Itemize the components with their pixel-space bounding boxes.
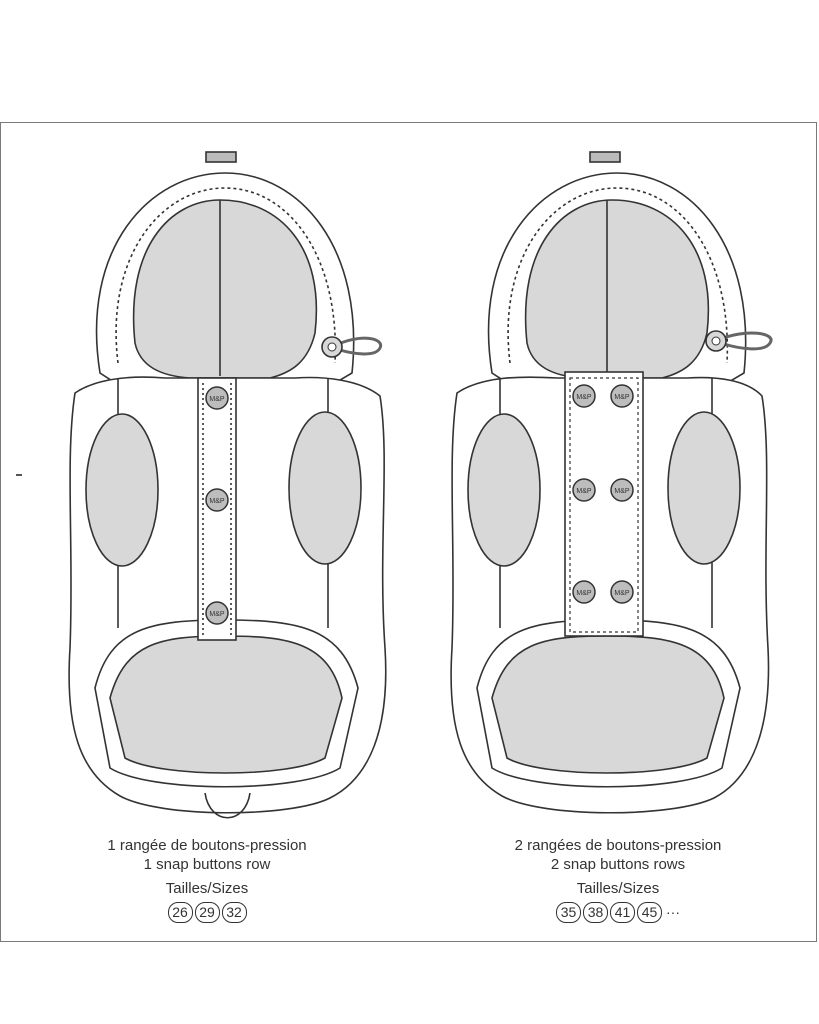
size-badge: 29: [194, 902, 220, 923]
snap-label: M&P: [576, 488, 592, 495]
more-sizes: ···: [666, 904, 680, 920]
caption-english: 2 snap buttons rows: [550, 856, 686, 873]
size-badge: 32: [221, 902, 247, 923]
leg-hole-left: [467, 413, 541, 567]
snap-button: M&P: [610, 580, 634, 604]
snap-label: M&P: [614, 590, 630, 597]
toggle-stopper: [321, 336, 343, 358]
snap-label: M&P: [209, 396, 225, 403]
toggle-stopper: [705, 330, 727, 352]
leg-hole-right: [667, 411, 741, 565]
caption-one-row: 1 rangée de boutons-pression 1 snap butt…: [42, 836, 372, 923]
snap-button: M&P: [572, 384, 596, 408]
snap-button: M&P: [610, 478, 634, 502]
snap-label: M&P: [209, 611, 225, 618]
size-badge: 41: [610, 902, 635, 923]
leg-hole-right: [288, 411, 362, 565]
snap-label: M&P: [614, 394, 630, 401]
snap-button: M&P: [205, 386, 229, 410]
snap-label: M&P: [209, 498, 225, 505]
snap-label: M&P: [576, 394, 592, 401]
caption-french: 1 rangée de boutons-pression: [107, 837, 307, 854]
size-list: 26 29 32: [42, 902, 372, 923]
snap-label: M&P: [576, 590, 592, 597]
snap-button: M&P: [205, 601, 229, 625]
toggle-cord: [717, 331, 773, 351]
strip-seam: [569, 377, 639, 633]
jacket-two-rows-diagram: M&P M&P M&P M&P M&P M&P: [450, 151, 773, 814]
sizes-title: Tailles/Sizes: [576, 880, 660, 897]
sizes-title: Tailles/Sizes: [165, 880, 249, 897]
toggle-cord: [333, 336, 383, 356]
hood-seam: [507, 187, 729, 364]
bottom-strap: [204, 792, 251, 819]
snap-button: M&P: [572, 580, 596, 604]
snap-button: M&P: [610, 384, 634, 408]
snap-label: M&P: [614, 488, 630, 495]
hood-seam: [115, 187, 337, 364]
caption-french: 2 rangées de boutons-pression: [514, 837, 722, 854]
jacket-one-row-diagram: M&P M&P M&P: [68, 151, 387, 819]
snap-button: M&P: [205, 488, 229, 512]
leg-hole-left: [85, 413, 159, 567]
size-badge: 35: [556, 902, 581, 923]
stray-mark: [16, 474, 22, 476]
caption-english: 1 snap buttons row: [143, 856, 271, 873]
belly-panel: [491, 635, 725, 774]
belly-panel: [109, 635, 343, 774]
size-list: 35 38 41 45 ···: [453, 902, 783, 923]
size-tag: [589, 151, 621, 163]
snap-button: M&P: [572, 478, 596, 502]
size-badge: 38: [583, 902, 608, 923]
size-tag: [205, 151, 237, 163]
diagram-frame: [0, 122, 817, 942]
size-badge: 26: [167, 902, 193, 923]
caption-two-rows: 2 rangées de boutons-pression 2 snap but…: [453, 836, 783, 923]
size-badge: 45: [637, 902, 662, 923]
